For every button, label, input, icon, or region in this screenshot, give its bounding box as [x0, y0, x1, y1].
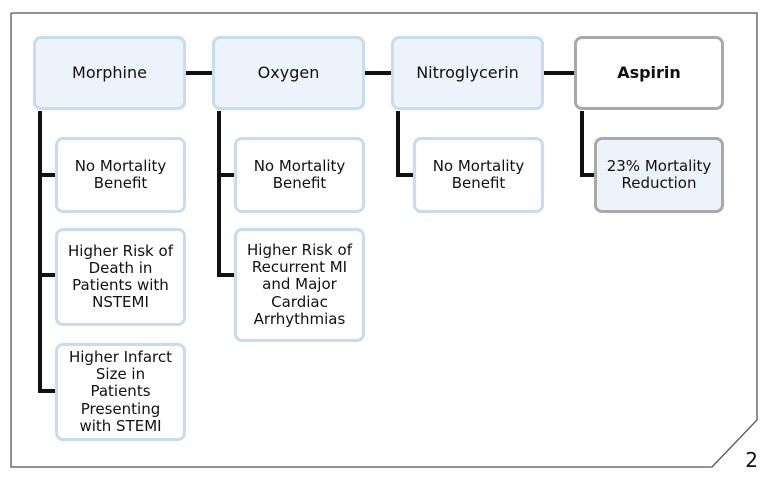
header-morphine: Morphine — [33, 36, 186, 110]
header-aspirin: Aspirin — [574, 36, 724, 110]
branch-nitroglycerin-trunk — [396, 111, 400, 177]
branch-oxygen-1 — [217, 173, 235, 177]
branch-oxygen-trunk — [217, 111, 221, 277]
branch-aspirin-trunk — [580, 111, 584, 177]
nitroglycerin-item-1: No Mortality Benefit — [413, 137, 544, 213]
header-nitroglycerin: Nitroglycerin — [391, 36, 544, 110]
connector-nitroglycerin-aspirin — [544, 71, 574, 75]
branch-morphine-trunk — [38, 111, 42, 393]
oxygen-item-1: No Mortality Benefit — [234, 137, 365, 213]
branch-morphine-1 — [38, 173, 56, 177]
branch-morphine-3 — [38, 389, 56, 393]
header-oxygen: Oxygen — [212, 36, 365, 110]
connector-oxygen-nitroglycerin — [365, 71, 391, 75]
branch-oxygen-2 — [217, 273, 235, 277]
morphine-item-1: No Mortality Benefit — [55, 137, 186, 213]
morphine-item-2: Higher Risk of Death in Patients with NS… — [55, 228, 186, 326]
branch-morphine-2 — [38, 273, 56, 277]
aspirin-item-1: 23% Mortality Reduction — [594, 137, 724, 213]
branch-aspirin-1 — [580, 173, 596, 177]
oxygen-item-2: Higher Risk of Recurrent MI and Major Ca… — [234, 228, 365, 342]
morphine-item-3: Higher Infarct Size in Patients Presenti… — [55, 343, 186, 441]
connector-morphine-oxygen — [186, 71, 212, 75]
page-number: 2 — [745, 448, 758, 472]
branch-nitroglycerin-1 — [396, 173, 414, 177]
